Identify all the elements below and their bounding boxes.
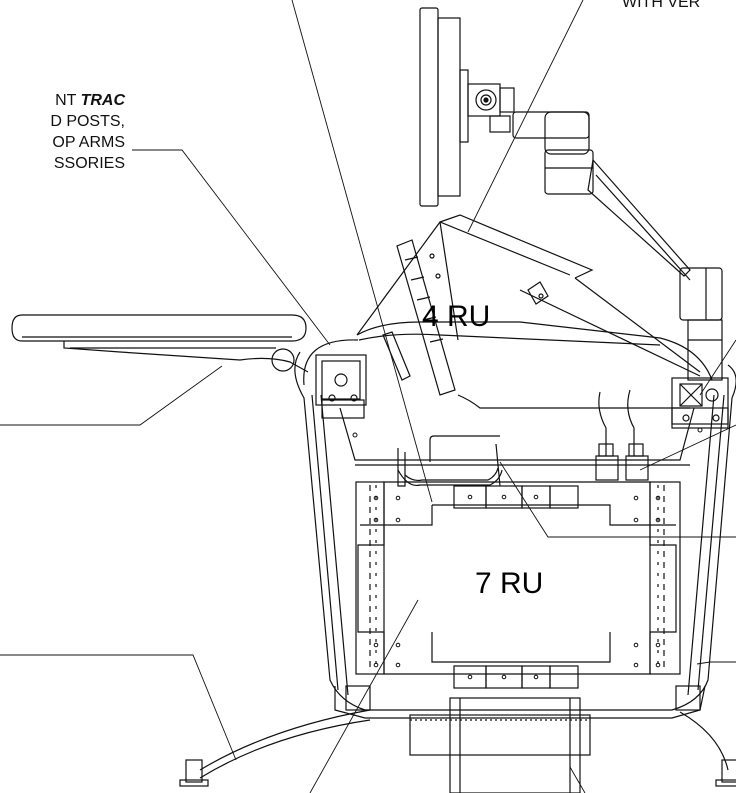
callout-left-line4: SSORIES xyxy=(53,155,125,172)
monitor-assembly xyxy=(419,7,723,381)
upper-bay xyxy=(356,214,713,396)
upper-corner-brackets xyxy=(315,354,729,429)
callout-left-line1: NT TRAC xyxy=(55,92,125,109)
base-and-feet xyxy=(179,685,736,793)
lower-bay-label: 7 RU xyxy=(475,567,544,600)
handle-and-connectors xyxy=(397,389,649,487)
upper-bay-label: 4 RU xyxy=(422,300,491,333)
lower-bay-equipment xyxy=(357,481,677,689)
rack-rails xyxy=(355,481,681,675)
callout-top-right-text: WITH VER xyxy=(622,0,701,11)
mounting-holes xyxy=(352,427,703,680)
work-surface xyxy=(11,314,309,373)
cabinet-body xyxy=(294,339,736,711)
callout-left-line3: OP ARMS xyxy=(52,134,125,151)
callout-left: NT TRAC D POSTS, OP ARMS SSORIES xyxy=(0,90,125,174)
trac-emphasis: TRAC xyxy=(80,92,125,109)
callout-top-right: WITH VER xyxy=(622,0,700,13)
callout-left-line2: D POSTS, xyxy=(50,113,125,130)
